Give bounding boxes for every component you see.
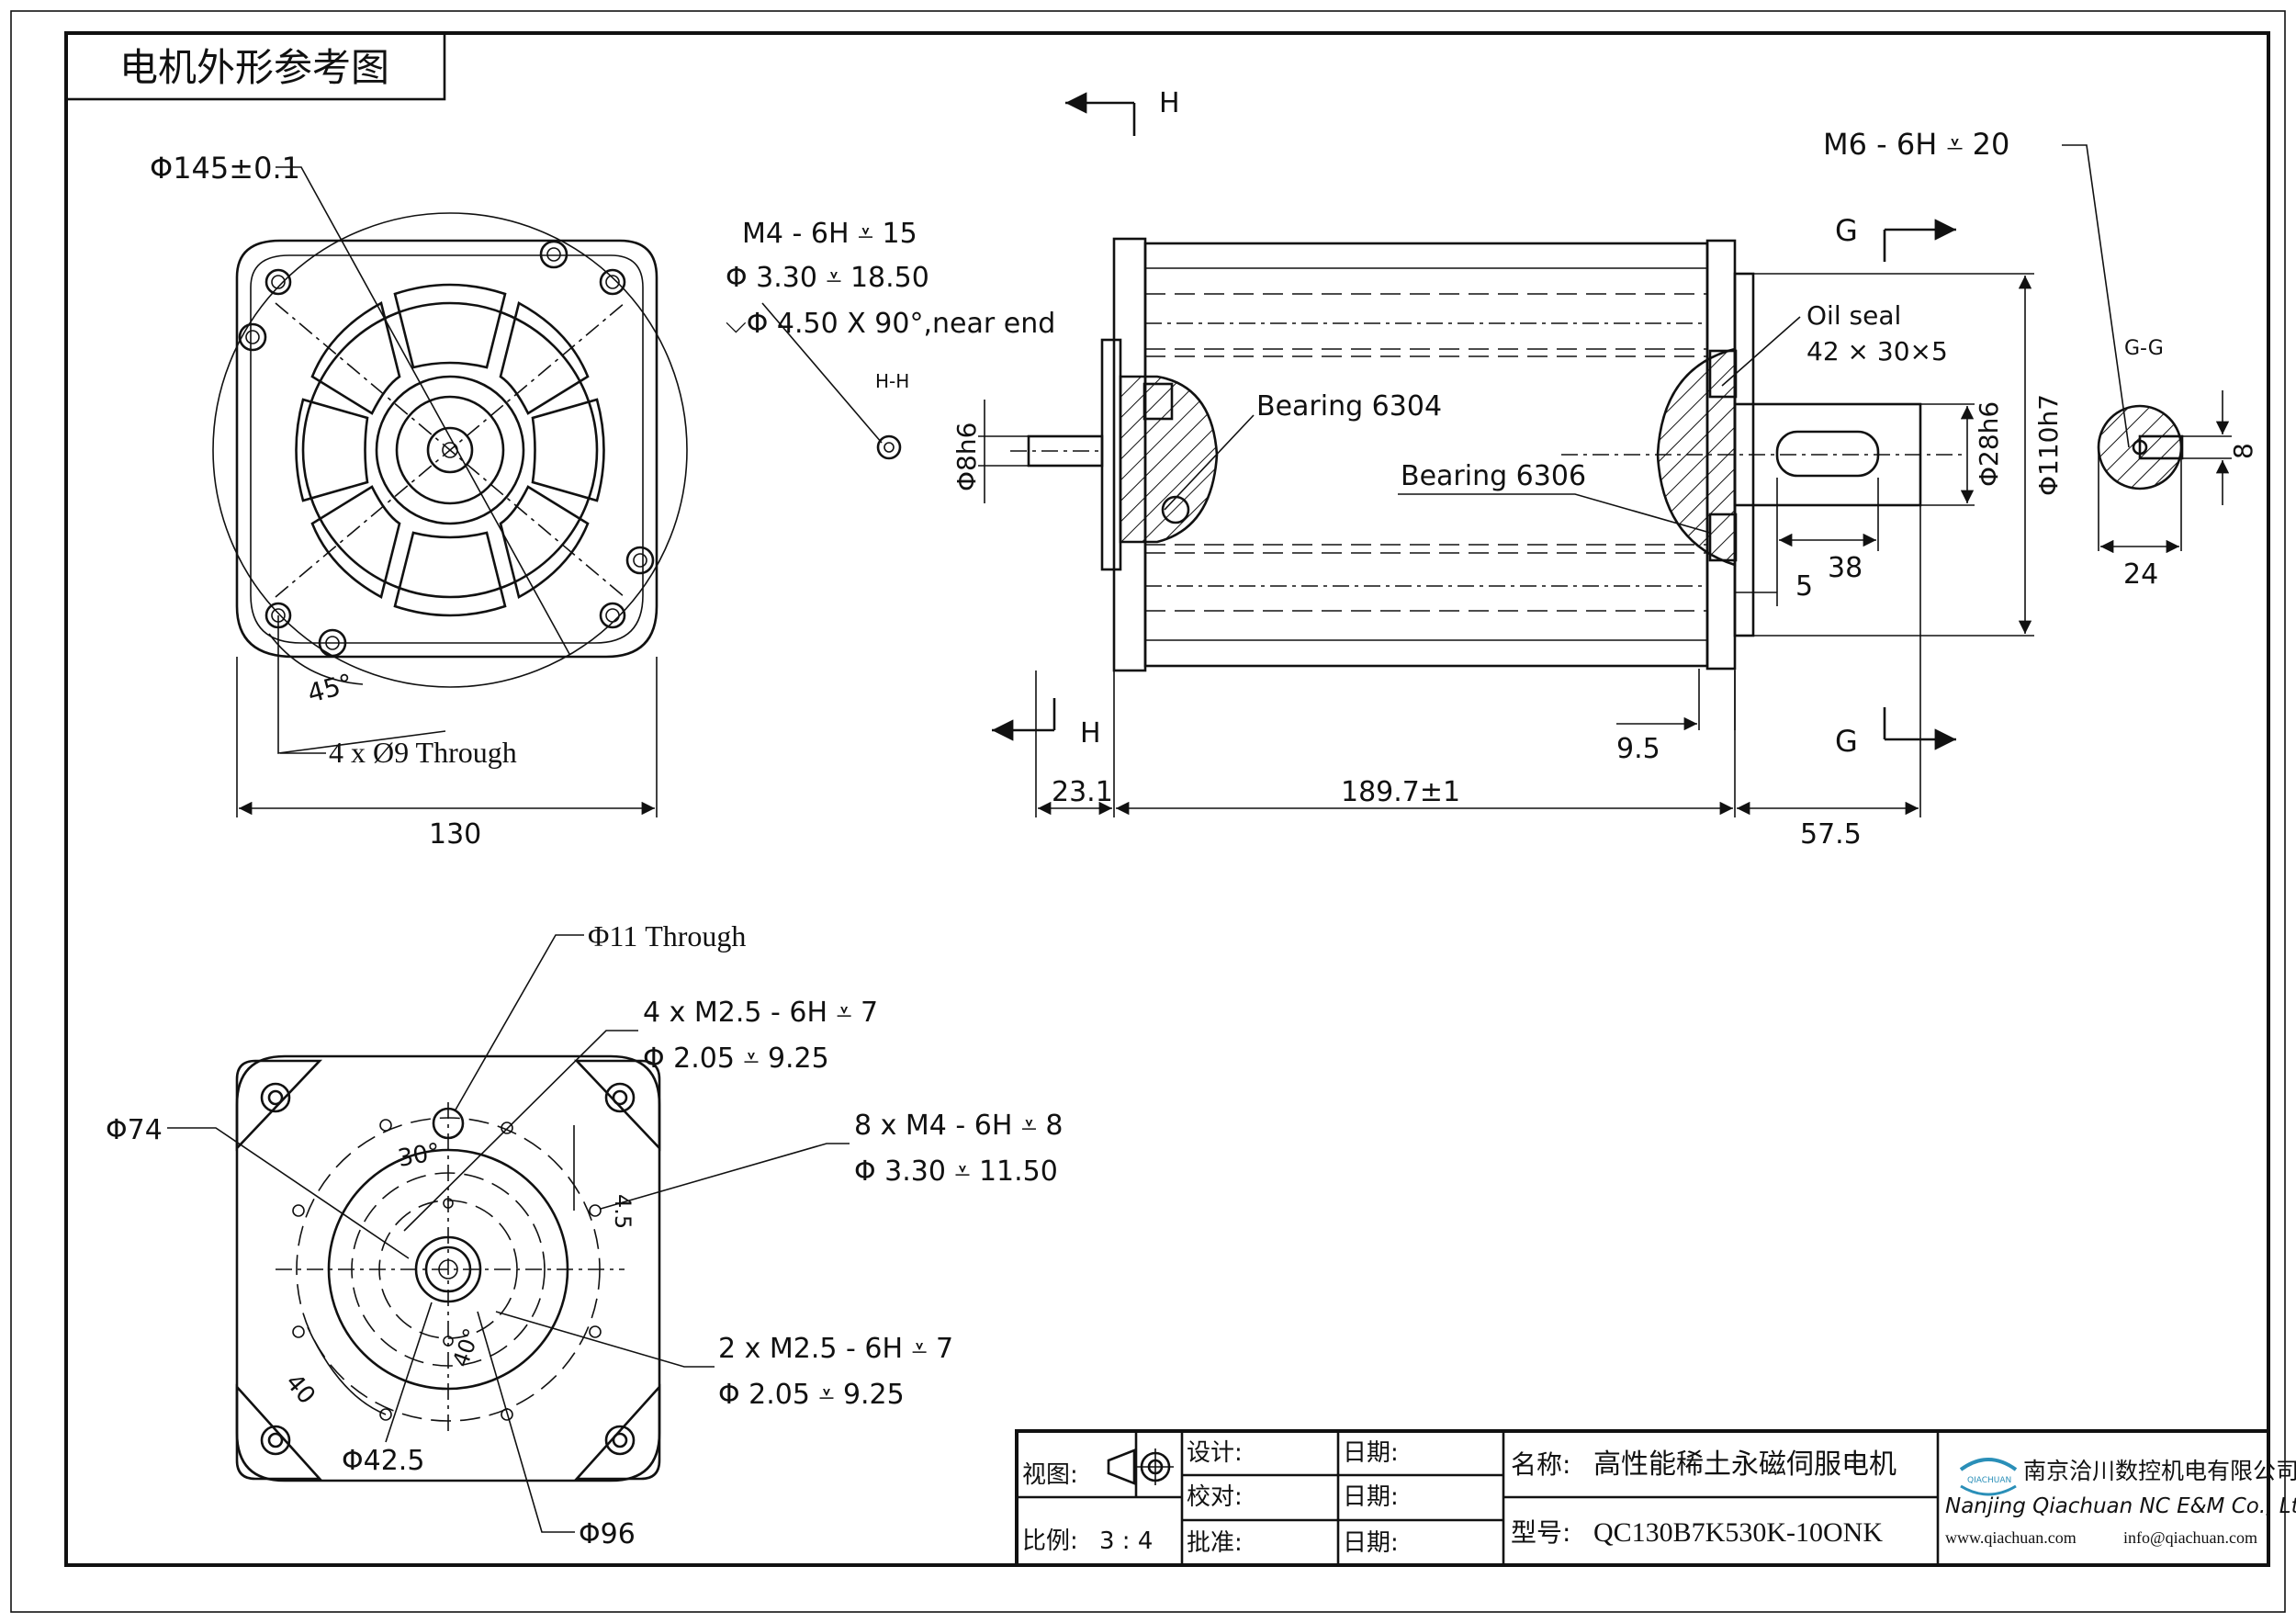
oil-seal-size: 42 × 30×5 [1806,336,1948,366]
tb-scale-label: 比例: [1022,1527,1078,1555]
rear-view: Φ11 Through 4 x M2.5 - 6H ⩡ 7 Φ 2.05 ⩡ 9… [106,919,1064,1550]
title-box [64,31,446,101]
front-flange-outline [235,239,658,659]
body-fins [1145,267,1707,641]
rear-center-hole: Φ11 Through [588,919,746,952]
projection-symbol-icon [1107,1448,1174,1485]
hole-note-line3: ⌵Φ 4.50 X 90°,near end [726,308,1055,340]
key-length: 38 [1828,552,1863,584]
tb-date2: 日期: [1343,1483,1399,1511]
rear-len-label: 23.1 [1052,776,1113,808]
front-angle-label: 45° [304,668,355,709]
tb-name-value: 高性能稀土永磁伺服电机 [1593,1448,1896,1481]
motor-body [1143,242,1709,668]
spigot-dia: Φ110h7 [2033,394,2064,496]
front-face-circle [301,301,599,599]
front-hub-outer [375,375,525,525]
rear-ears [235,1059,661,1481]
shaft-dia: Φ28h6 [1974,401,2004,487]
tb-view-label: 视图: [1022,1461,1078,1489]
tb-email: info@qiachuan.com [2123,1528,2257,1547]
tb-model-label: 型号: [1511,1517,1570,1548]
logo-text: QIACHUAN [1967,1476,2011,1485]
tb-approve-label: 批准: [1187,1529,1243,1557]
rear-m25-4-line1: 4 x M2.5 - 6H ⩡ 7 [643,997,878,1029]
hole-note-line1: M4 - 6H ⩡ 15 [742,218,917,250]
shaft-thread-label: M6 - 6H ⩡ 20 [1823,127,2009,162]
gg-label: G-G [2124,337,2164,360]
key-offset: 5 [1795,570,1813,603]
bearing-rear-label: Bearing 6304 [1256,390,1442,423]
oil-seal-label: Oil seal [1806,300,1901,331]
rear-m4-8-line2: Φ 3.30 ⩡ 11.50 [854,1155,1058,1188]
section-g-top: G [1835,213,1858,248]
front-windows [295,283,605,617]
front-dia-leader [276,166,570,655]
inner-border [64,31,2270,1567]
rear-shaft [1027,434,1104,468]
section-hh-label: H-H [875,370,909,392]
front-pilot-circle [212,212,688,688]
rear-m25-4-line2: Φ 2.05 ⩡ 9.25 [643,1043,829,1075]
tb-date1: 日期: [1343,1439,1399,1467]
flange-offset: 9.5 [1616,733,1660,765]
front-corner-holes [238,240,655,658]
rear-dim45: 4.5 [610,1194,636,1229]
rear-angle30: 30° [396,1138,443,1173]
tb-company-en: Nanjing Qiachuan NC E&M Co., Ltd [1945,1494,2296,1518]
rear-shaft-dia: Φ8h6 [951,423,982,491]
front-width-label: 130 [429,818,481,851]
gg-key: 8 [2228,443,2258,459]
sheet-title: 电机外形参考图 [119,45,389,90]
hh-hole-symbol [876,434,902,460]
section-h-top: H [1159,87,1180,119]
front-dia-label: Φ145±0.1 [150,151,300,186]
rear-housing [235,1054,661,1482]
front-shaft [426,426,474,474]
rear-angle40: 40° [447,1324,485,1370]
tb-company-cn: 南京洽川数控机电有限公司 [2023,1458,2296,1484]
shaft-key [1775,430,1880,478]
rear-section [1119,375,1219,544]
tb-model-value: QC130B7K530K-10ONK [1593,1517,1883,1548]
tb-design-label: 设计: [1187,1439,1243,1467]
front-holes-leader [277,615,446,754]
rear-m25-2-line1: 2 x M2.5 - 6H ⩡ 7 [718,1333,953,1365]
tb-check-label: 校对: [1187,1483,1243,1511]
rear-dia42: Φ42.5 [342,1445,424,1477]
gg-width: 24 [2123,558,2158,591]
rear-dia96: Φ96 [579,1518,636,1550]
rear-dia74: Φ74 [106,1114,163,1146]
rear-bearing [1161,495,1190,524]
front-hub-mid [395,395,505,505]
front-view: Φ145±0.1 45° 4 x Ø9 Through 130 [150,151,688,851]
section-h-bottom: H [1080,717,1101,750]
front-flange-inner [250,254,644,644]
hole-note-line2: Φ 3.30 ⩡ 18.50 [726,262,929,294]
front-section [1656,347,1737,567]
outer-border [10,10,2286,1613]
shaft-len-label: 57.5 [1800,818,1862,851]
side-view: H H [951,87,2258,851]
tb-name-label: 名称: [1511,1449,1570,1480]
rear-dim40: 40 [280,1369,321,1410]
tb-date3: 日期: [1343,1529,1399,1557]
rear-m25-2-line2: Φ 2.05 ⩡ 9.25 [718,1379,905,1411]
tb-scale-value: 3 : 4 [1099,1527,1153,1555]
rear-m4-8-line1: 8 x M4 - 6H ⩡ 8 [854,1110,1064,1142]
tb-website: www.qiachuan.com [1945,1528,2077,1547]
front-holes-label: 4 x Ø9 Through [329,736,517,769]
company-logo-icon: QIACHUAN [1959,1458,2018,1496]
body-len-label: 189.7±1 [1341,776,1460,808]
hole-note: M4 - 6H ⩡ 15 Φ 3.30 ⩡ 18.50 ⌵Φ 4.50 X 90… [726,218,1055,460]
title-block: 视图: 比例: 3 : 4 设计: 校对: 批准: 日期: 日期: 日期: 名称… [1015,1429,2296,1567]
section-g-bottom: G [1835,724,1858,759]
bearing-front-label: Bearing 6306 [1401,460,1586,492]
